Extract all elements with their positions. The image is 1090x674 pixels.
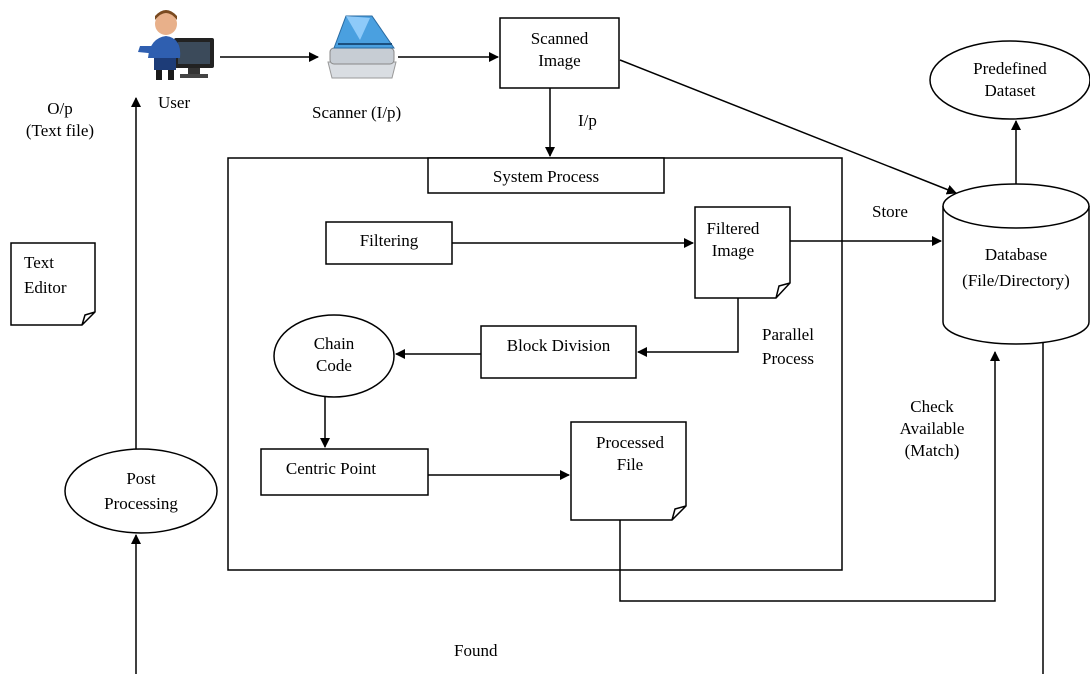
- block-division-box: [480, 325, 637, 379]
- output-line-1: O/p: [47, 99, 73, 118]
- output-line-2: (Text file): [25, 121, 95, 140]
- database-line-1: Database: [984, 245, 1048, 264]
- filtered-image-label: Filtered Image: [695, 218, 771, 262]
- processed-file-line-2: File: [616, 455, 644, 474]
- check-available-line-1: Check: [910, 397, 954, 416]
- scanned-image-box: [499, 17, 620, 89]
- centric-point-label: Centric Point: [285, 459, 377, 478]
- scanned-image-line-2: Image: [538, 51, 581, 70]
- parallel-process-label: Parallel Process: [748, 324, 828, 370]
- user-icon: [138, 10, 214, 80]
- user-label: User: [158, 93, 191, 112]
- parallel-process-line-1: Parallel: [762, 325, 814, 344]
- arrow-filtered-image-to-block-division: [637, 298, 739, 357]
- scanner-icon: [327, 15, 397, 79]
- predefined-dataset-label: Predefined Dataset: [930, 58, 1090, 102]
- post-processing-line-2: Processing: [104, 494, 178, 513]
- chain-code-line-2: Code: [316, 356, 352, 375]
- predefined-dataset-line-1: Predefined: [973, 59, 1047, 78]
- predefined-dataset-ellipse: [929, 40, 1090, 120]
- text-editor-line-1: Text: [24, 253, 54, 272]
- check-available-label: Check Available (Match): [890, 396, 974, 462]
- output-edge-label: O/p (Text file): [10, 98, 110, 142]
- arrow-processed-file-to-database: [619, 351, 1000, 602]
- system-process-header-box: [427, 157, 665, 194]
- filtered-image-line-2: Image: [711, 241, 755, 260]
- system-process-label: System Process: [492, 167, 600, 186]
- centric-point-box: [260, 448, 429, 496]
- scanned-image-line-1: Scanned: [530, 29, 589, 48]
- post-processing-ellipse: [64, 448, 218, 534]
- processed-file-doc: [570, 421, 687, 521]
- predefined-dataset-line-2: Dataset: [984, 81, 1036, 100]
- chain-code-label: Chain Code: [274, 333, 394, 377]
- post-processing-line-1: Post: [126, 469, 156, 488]
- chain-code-line-1: Chain: [313, 334, 355, 353]
- block-division-label: Block Division: [506, 336, 611, 355]
- post-processing-label: Post Processing: [65, 468, 217, 515]
- filtered-image-doc: [694, 206, 791, 299]
- database-label: Database (File/Directory): [943, 244, 1089, 292]
- check-available-line-3: (Match): [904, 441, 960, 460]
- database-cylinder: [942, 183, 1090, 345]
- store-edge-label: Store: [872, 202, 908, 221]
- text-editor-label: Text Editor: [24, 252, 67, 299]
- scanned-image-label: Scanned Image: [500, 28, 619, 72]
- text-editor-doc: [10, 242, 96, 326]
- parallel-process-line-2: Process: [762, 349, 814, 368]
- processed-file-line-1: Processed: [596, 433, 664, 452]
- processed-file-label: Processed File: [574, 432, 686, 476]
- filtering-label: Filtering: [359, 231, 419, 250]
- chain-code-ellipse: [273, 314, 395, 398]
- input-edge-label: I/p: [578, 111, 597, 130]
- check-available-line-2: Available: [899, 419, 965, 438]
- database-line-2: (File/Directory): [962, 271, 1070, 290]
- text-editor-line-2: Editor: [24, 278, 67, 297]
- scanner-label: Scanner (I/p): [312, 103, 402, 122]
- arrow-scanned-image-to-database: [619, 59, 957, 195]
- found-edge-label: Found: [454, 641, 498, 660]
- filtered-image-line-1: Filtered: [706, 219, 760, 238]
